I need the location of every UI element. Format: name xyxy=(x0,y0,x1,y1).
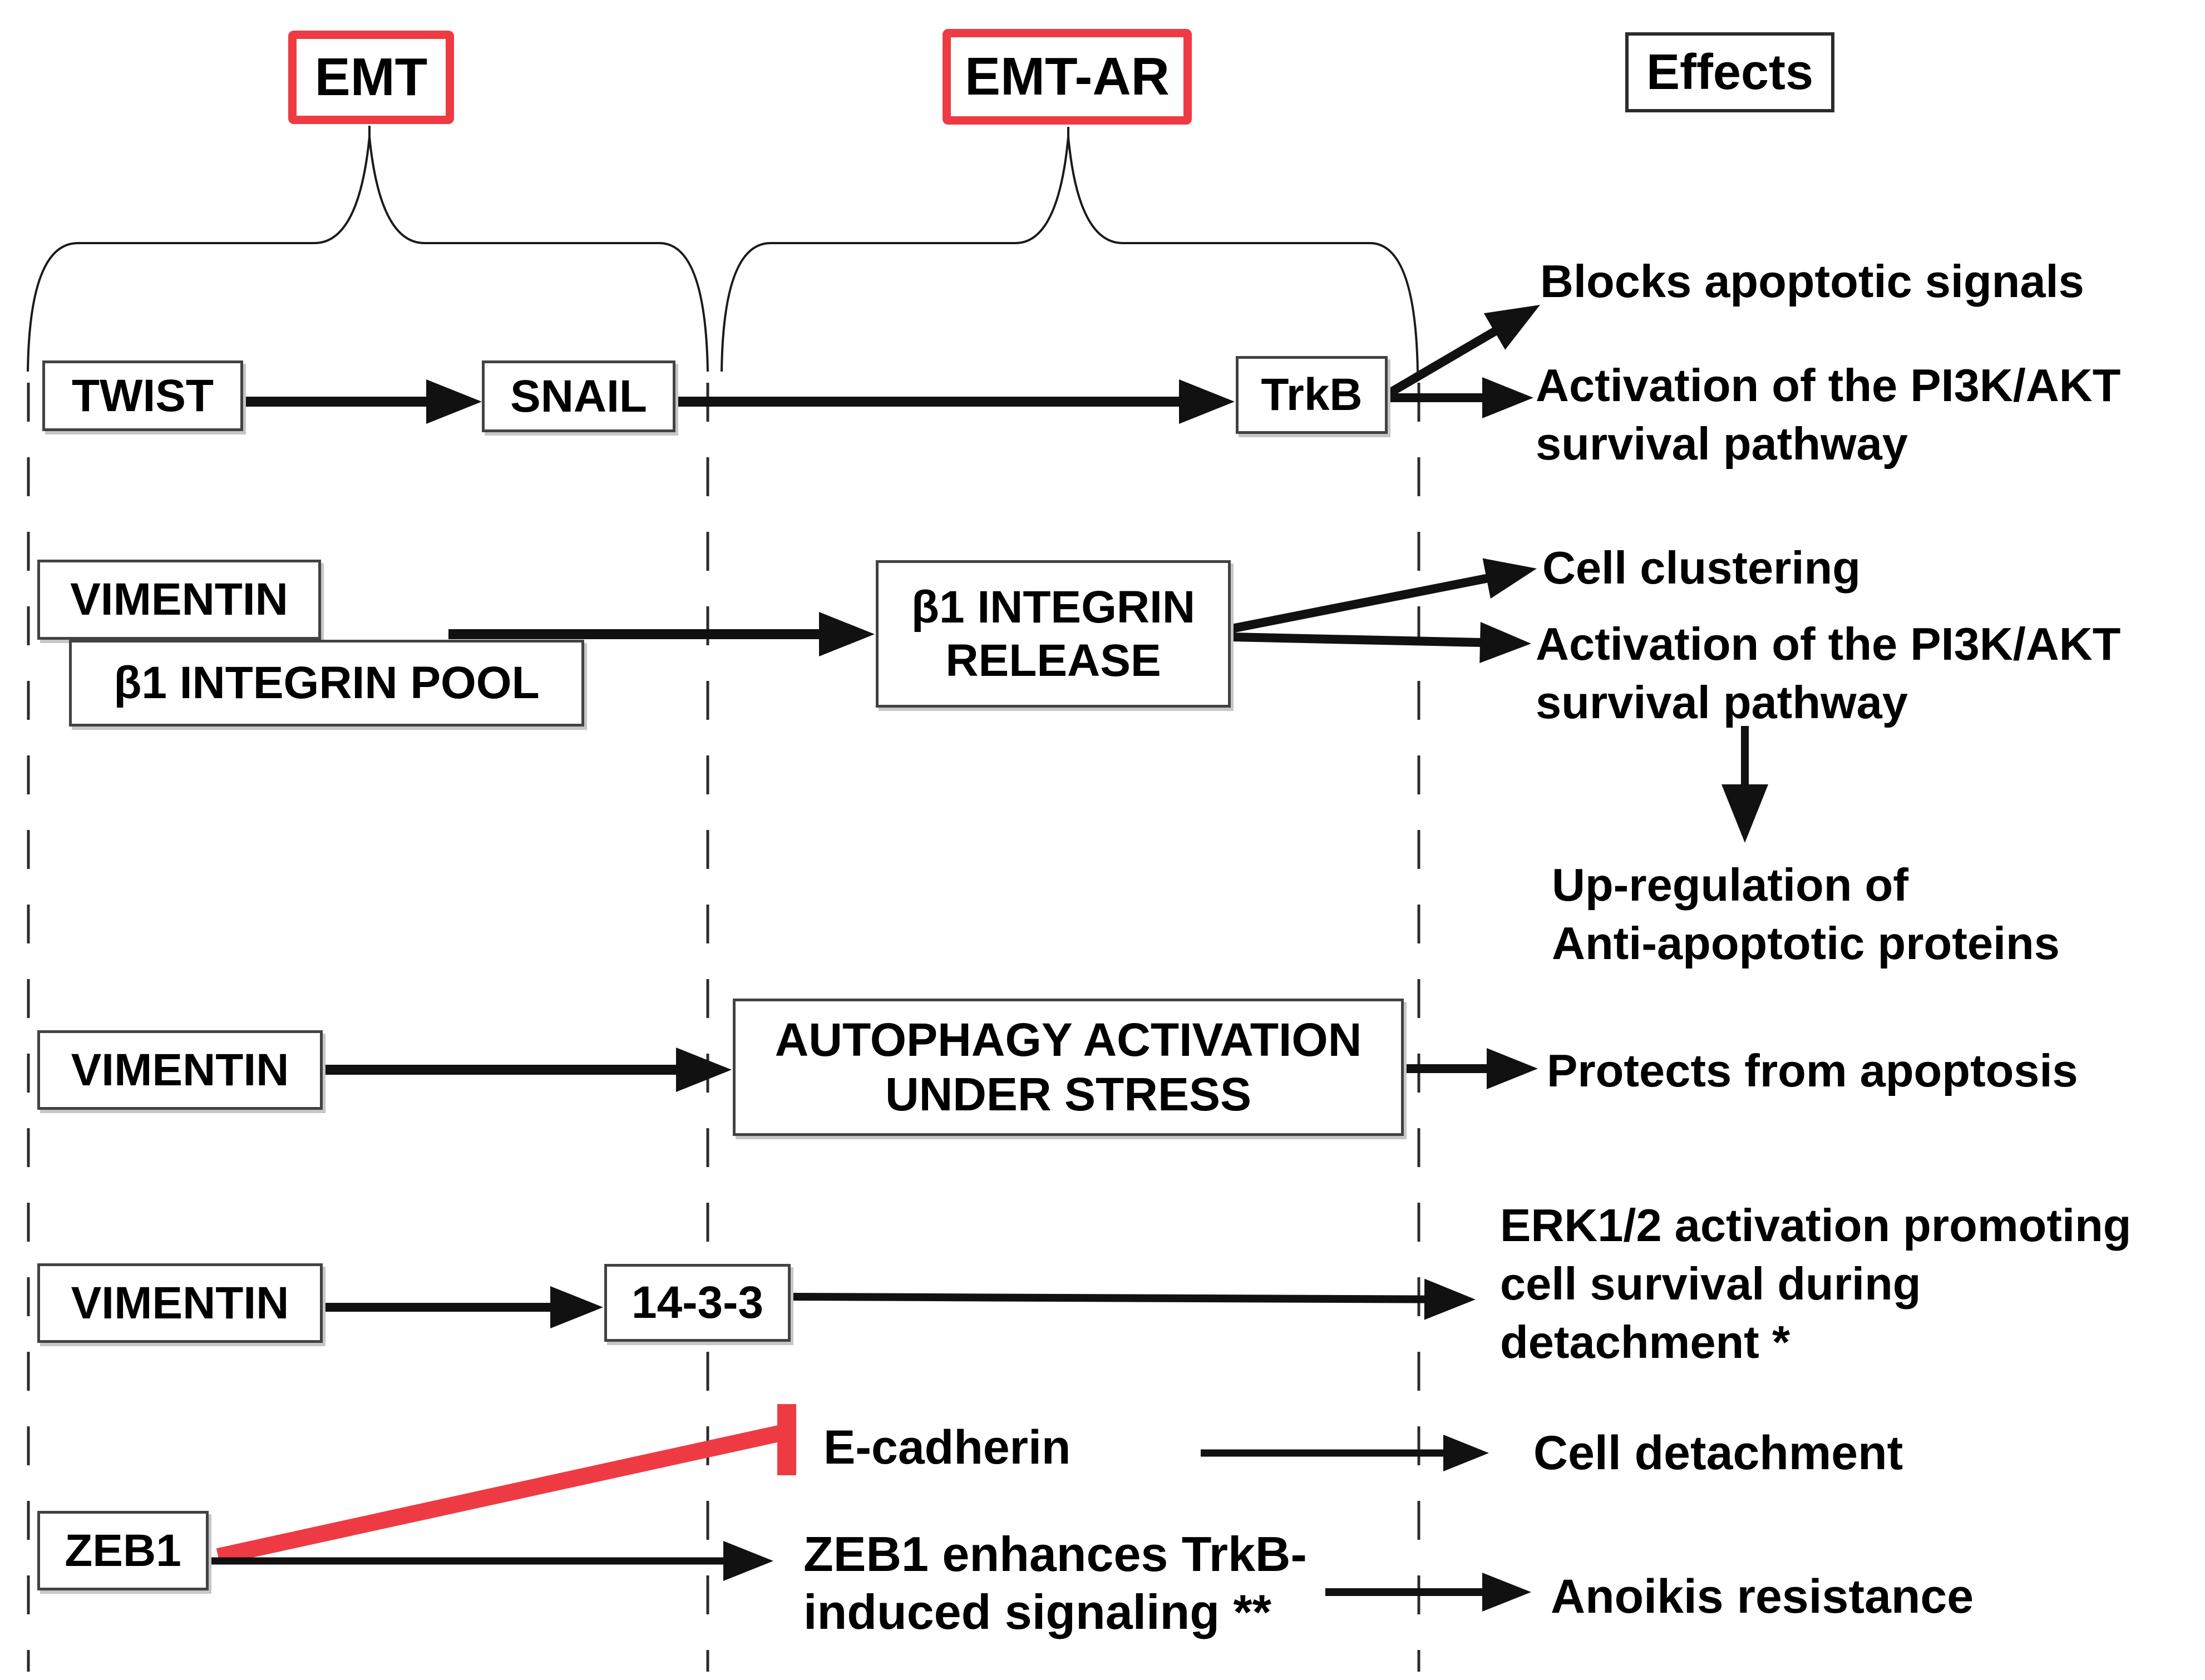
effect-protects-from-apoptosis: Protects from apoptosis xyxy=(1547,1045,2078,1096)
header-emt-ar-label: EMT-AR xyxy=(965,47,1170,106)
arrow xyxy=(323,1286,603,1328)
node-vimentin-1: VIMENTIN xyxy=(37,560,321,640)
effect-upregulation-antiapoptotic: Up-regulation of Anti-apoptotic proteins xyxy=(1552,859,2060,969)
effect-blocks-apoptotic-signals: Blocks apoptotic signals xyxy=(1540,255,2084,307)
node-14-3-3: 14-3-3 xyxy=(604,1264,791,1342)
node-b1-integrin-pool-label: β1 INTEGRIN POOL xyxy=(114,658,540,709)
arrow xyxy=(791,1278,1476,1320)
label-zeb1-enhances: ZEB1 enhances TrkB- induced signaling ** xyxy=(803,1526,1307,1639)
node-vimentin-3: VIMENTIN xyxy=(37,1263,323,1343)
node-autophagy-label: AUTOPHAGY ACTIVATION UNDER STRESS xyxy=(775,1014,1362,1120)
node-vimentin-2: VIMENTIN xyxy=(37,1030,323,1110)
effect-pi3k-akt-release: Activation of the PI3K/AKT survival path… xyxy=(1536,618,2121,728)
zeb1-ecadherin-inhibit-line xyxy=(216,1425,783,1565)
effect-anoikis-resistance: Anoikis resistance xyxy=(1551,1570,1974,1623)
arrow xyxy=(323,1047,732,1092)
header-emt-label: EMT xyxy=(314,47,428,107)
effect-erk-activation: ERK1/2 activation promoting cell surviva… xyxy=(1500,1199,2132,1368)
emt-brace xyxy=(27,136,709,372)
node-14-3-3-label: 14-3-3 xyxy=(631,1277,764,1328)
header-emt: EMT xyxy=(288,31,454,124)
effect-pi3k-akt-trkb: Activation of the PI3K/AKT survival path… xyxy=(1536,359,2121,470)
label-e-cadherin: E-cadherin xyxy=(823,1421,1071,1474)
arrow xyxy=(1387,305,1540,397)
node-vimentin-1-label: VIMENTIN xyxy=(70,574,288,625)
node-autophagy: AUTOPHAGY ACTIVATION UNDER STRESS xyxy=(733,999,1404,1136)
node-b1-integrin-pool: β1 INTEGRIN POOL xyxy=(69,640,584,727)
arrow xyxy=(1231,558,1537,633)
node-twist-label: TWIST xyxy=(71,370,214,421)
header-effects: Effects xyxy=(1625,32,1834,112)
header-effects-label: Effects xyxy=(1646,44,1814,100)
node-twist: TWIST xyxy=(42,360,243,431)
emt-ar-brace xyxy=(721,136,1419,372)
arrow xyxy=(211,1541,773,1581)
arrow xyxy=(1405,1048,1538,1089)
arrow xyxy=(1390,377,1533,418)
arrow xyxy=(448,612,875,656)
node-vimentin-3-label: VIMENTIN xyxy=(71,1277,289,1328)
node-vimentin-2-label: VIMENTIN xyxy=(71,1044,289,1095)
node-zeb1: ZEB1 xyxy=(37,1511,209,1590)
node-snail: SNAIL xyxy=(482,360,675,432)
arrow xyxy=(1721,726,1768,843)
node-b1-integrin-release: β1 INTEGRIN RELEASE xyxy=(876,560,1231,708)
node-trkb-label: TrkB xyxy=(1261,369,1363,421)
node-b1-integrin-release-label: β1 INTEGRIN RELEASE xyxy=(911,582,1196,686)
node-snail-label: SNAIL xyxy=(510,370,647,422)
arrow xyxy=(1325,1573,1531,1612)
arrow xyxy=(675,379,1235,424)
arrow xyxy=(243,379,482,424)
arrow xyxy=(1231,621,1531,663)
node-trkb: TrkB xyxy=(1236,356,1388,434)
effect-cell-detachment: Cell detachment xyxy=(1533,1426,1903,1480)
node-zeb1-label: ZEB1 xyxy=(65,1525,181,1576)
effect-cell-clustering: Cell clustering xyxy=(1542,542,1861,594)
header-emt-ar: EMT-AR xyxy=(943,29,1192,125)
arrow xyxy=(1201,1435,1489,1471)
